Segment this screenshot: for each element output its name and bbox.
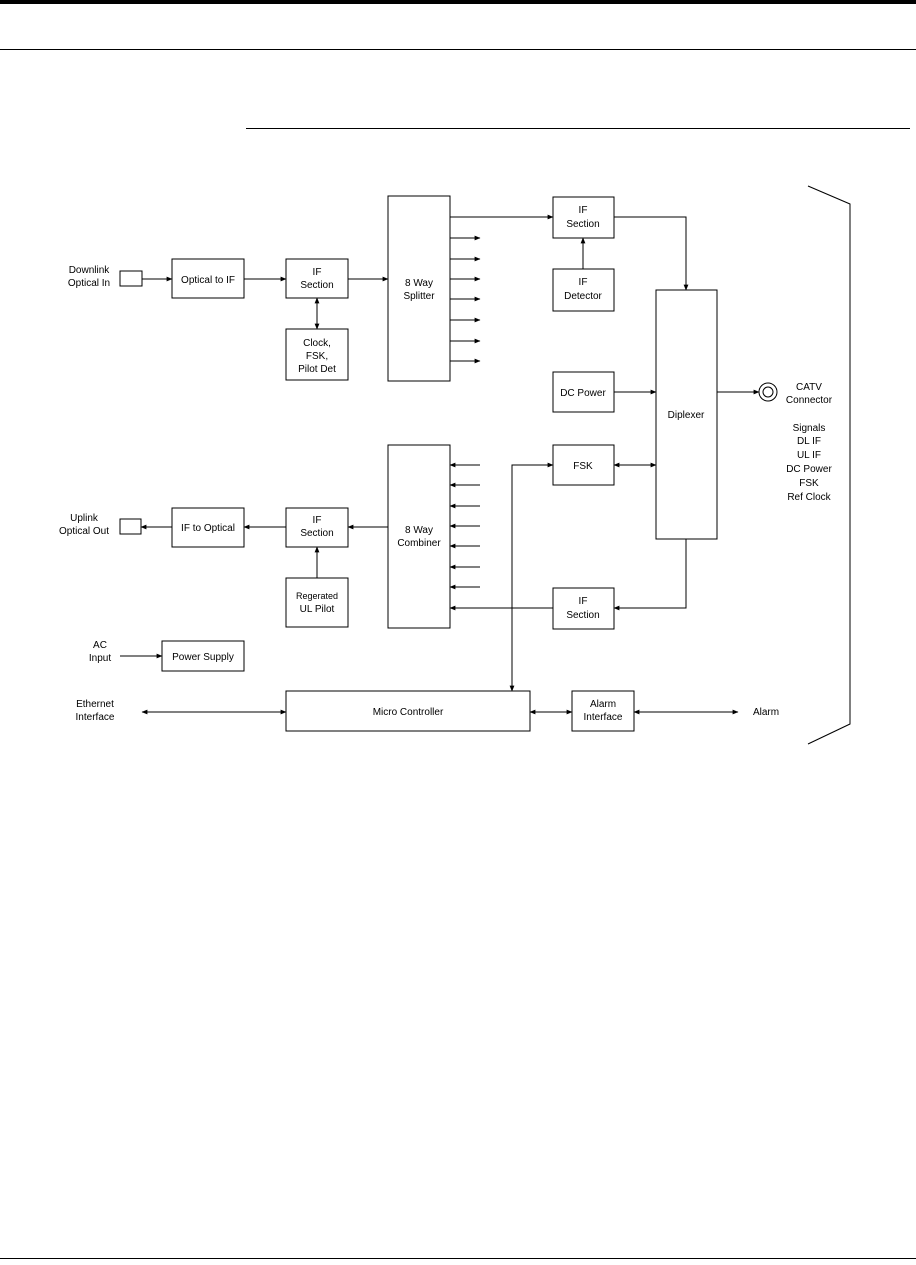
uplink-out-label-1: Uplink <box>70 513 99 524</box>
splitter-label-1: 8 Way <box>405 278 433 289</box>
combiner-block <box>387 444 451 629</box>
catv-label-1: CATV <box>796 382 822 393</box>
ethernet-label-2: Interface <box>76 712 115 723</box>
diplexer-label: Diplexer <box>668 410 705 421</box>
if-section-top-block <box>552 196 615 239</box>
optical-to-if-label: Optical to IF <box>181 275 235 286</box>
catv-connector-icon <box>758 382 778 402</box>
combiner-label-1: 8 Way <box>405 525 433 536</box>
clock-fsk-pilot-block <box>285 328 349 381</box>
if-section-bottom-label-2: Section <box>566 610 599 621</box>
alarm-label: Alarm <box>753 707 779 718</box>
enclosure-bracket <box>807 185 851 745</box>
signals-label-1: Signals <box>793 423 826 434</box>
alarm-interface-label-1: Alarm <box>590 699 616 710</box>
signals-label-3: UL IF <box>797 450 821 461</box>
regen-pilot-label-1: Regerated <box>296 591 338 601</box>
if-to-optical-label: IF to Optical <box>181 523 235 534</box>
micro-controller-block <box>285 690 531 732</box>
combiner-inputs <box>449 462 480 590</box>
dc-power-label: DC Power <box>560 388 606 399</box>
fsk-label: FSK <box>573 461 593 472</box>
ac-input-label-2: Input <box>89 653 111 664</box>
dc-power-block <box>552 371 615 413</box>
signals-label-4: DC Power <box>786 464 832 475</box>
wire-fsk-micro <box>509 462 554 692</box>
section-rule <box>246 128 910 129</box>
combiner-label-2: Combiner <box>397 538 441 549</box>
splitter-block <box>387 195 451 382</box>
wire-diplexer-ifbottom <box>613 539 687 611</box>
splitter-outputs <box>450 235 481 364</box>
ac-input-label-1: AC <box>93 640 107 651</box>
if-detector-block <box>552 268 615 312</box>
if-section-dl-block <box>285 258 349 299</box>
if-section-ul-label-2: Section <box>300 528 333 539</box>
if-section-bottom-label-1: IF <box>579 596 588 607</box>
alarm-interface-block <box>571 690 635 732</box>
footer-rule <box>0 1258 916 1259</box>
clock-label-3: Pilot Det <box>298 364 336 375</box>
catv-connector-inner <box>762 386 774 398</box>
micro-controller-label: Micro Controller <box>373 707 444 718</box>
wire-iftop-diplexer <box>614 216 689 291</box>
downlink-in-label-1: Downlink <box>69 265 111 276</box>
signals-label-5: FSK <box>799 478 819 489</box>
alarm-interface-label-2: Interface <box>584 712 623 723</box>
if-section-ul-label-1: IF <box>313 515 322 526</box>
if-section-top-label-2: Section <box>566 219 599 230</box>
regen-pilot-block <box>285 577 349 628</box>
catv-label-2: Connector <box>786 395 833 406</box>
if-detector-label-1: IF <box>579 277 588 288</box>
top-thick-rule <box>0 0 916 4</box>
clock-label-2: FSK, <box>306 351 328 362</box>
power-supply-block <box>161 640 245 672</box>
if-section-dl-label-2: Section <box>300 280 333 291</box>
downlink-in-label-2: Optical In <box>68 278 110 289</box>
header-rule <box>0 49 916 50</box>
if-section-dl-label-1: IF <box>313 267 322 278</box>
ethernet-label-1: Ethernet <box>76 699 114 710</box>
if-section-bottom-block <box>552 587 615 630</box>
if-section-top-label-1: IF <box>579 205 588 216</box>
if-detector-label-2: Detector <box>564 291 602 302</box>
uplink-connector <box>119 518 142 535</box>
power-supply-label: Power Supply <box>172 652 234 663</box>
downlink-connector <box>119 270 143 287</box>
clock-label-1: Clock, <box>303 338 331 349</box>
regen-pilot-label-2: UL Pilot <box>300 604 335 615</box>
splitter-label-2: Splitter <box>403 291 435 302</box>
uplink-out-label-2: Optical Out <box>59 526 109 537</box>
optical-to-if-block <box>171 258 245 299</box>
signals-label-6: Ref Clock <box>787 492 831 503</box>
signals-label-2: DL IF <box>797 436 821 447</box>
